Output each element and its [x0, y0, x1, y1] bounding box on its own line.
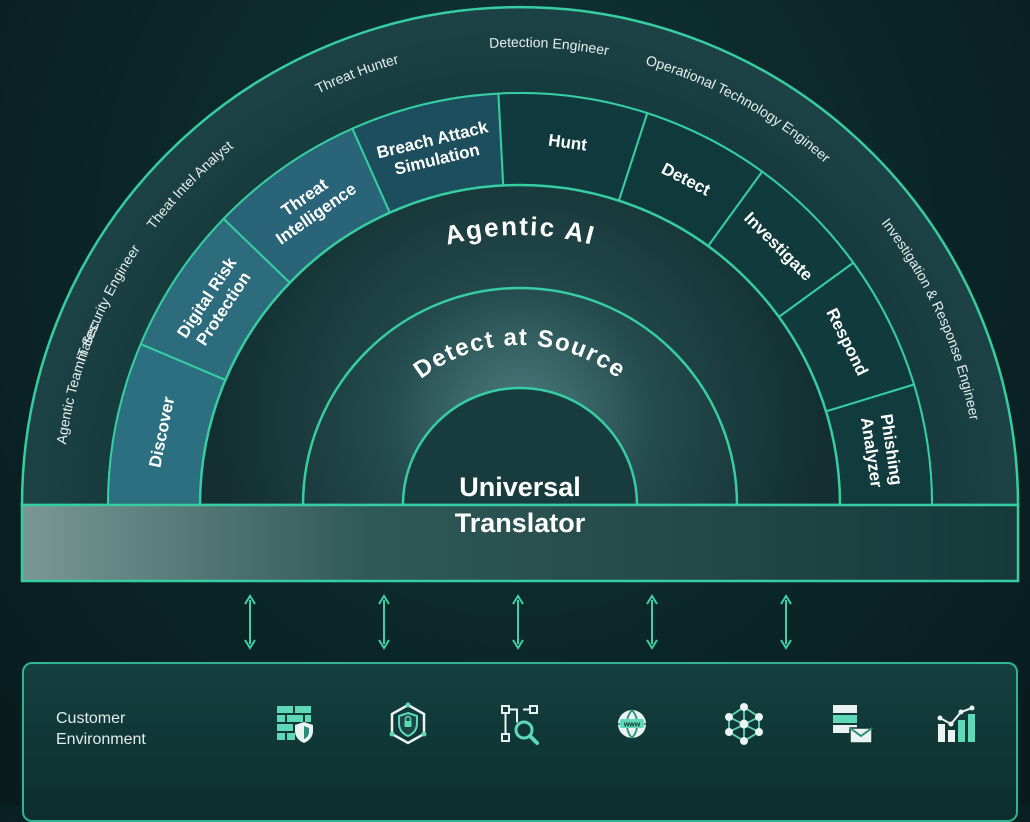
analytics-chart-icon — [937, 705, 975, 742]
bidirectional-arrow-icon — [780, 594, 792, 650]
firewall-shield-icon — [277, 706, 313, 743]
mesh-network-icon — [725, 703, 763, 745]
connectors — [244, 594, 792, 650]
bidirectional-arrow-icon — [378, 594, 390, 650]
network-search-icon — [501, 705, 539, 745]
bidirectional-arrow-icon — [512, 594, 524, 650]
customer-environment-panel: Customer Environment — [22, 662, 1018, 822]
web-globe-icon: www — [618, 709, 646, 739]
universal-translator-bar — [20, 503, 1020, 583]
bidirectional-arrow-icon — [244, 594, 256, 650]
capability-label: Hunt — [547, 131, 588, 155]
universal-translator-label-2: Translator — [455, 508, 586, 538]
server-email-icon — [833, 705, 873, 744]
universal-translator-label-1: Universal — [459, 472, 581, 502]
core-arch — [401, 386, 639, 507]
svg-text:www: www — [623, 722, 641, 729]
customer-environment-label: Customer Environment — [56, 710, 146, 748]
bidirectional-arrow-icon — [646, 594, 658, 650]
network-shield-icon — [389, 702, 427, 745]
